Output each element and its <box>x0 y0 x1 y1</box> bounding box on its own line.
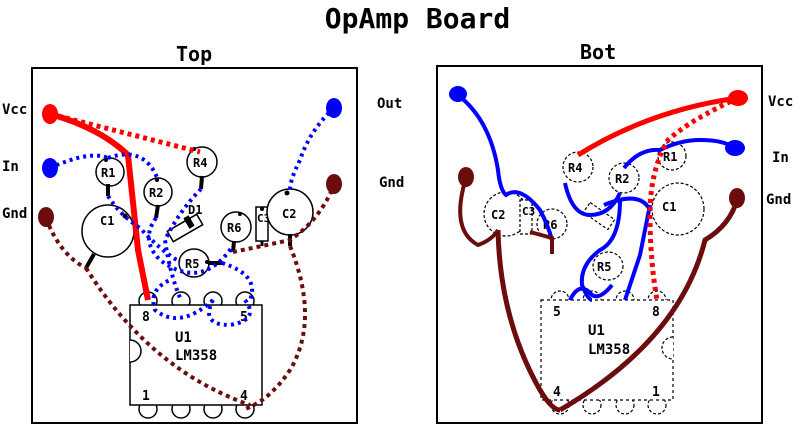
bottom-ic-u1: 5 8 4 1 U1 LM358 <box>540 290 674 415</box>
bottom-gnd-label-left: Gnd <box>379 175 405 191</box>
top-r1: R1 <box>95 157 125 196</box>
svg-text:C2: C2 <box>282 207 296 221</box>
bottom-in-pad <box>725 140 745 156</box>
bottom-out-label: Out <box>377 96 403 112</box>
bottom-gnd-label-right: Gnd <box>766 192 792 208</box>
top-ic-pin5: 5 <box>240 310 248 325</box>
bottom-c3: C3 <box>519 199 535 235</box>
top-gnd-pad-right <box>326 174 342 194</box>
svg-text:D1: D1 <box>188 203 202 217</box>
top-r4: R4 <box>186 146 218 190</box>
svg-text:C2: C2 <box>491 208 505 222</box>
bottom-panel-heading: Bot <box>580 40 617 64</box>
svg-text:R1: R1 <box>663 150 677 164</box>
bottom-panel: 5 8 4 1 U1 LM358 C2 C3 R6 R4 R2 <box>436 65 763 424</box>
top-ic-pin1: 1 <box>142 389 150 404</box>
top-panel-heading: Top <box>176 42 213 66</box>
svg-text:R5: R5 <box>185 257 199 271</box>
svg-text:R4: R4 <box>193 156 207 170</box>
bottom-r2: R2 <box>608 162 640 194</box>
top-ic-part: LM358 <box>175 348 217 364</box>
bottom-ic-ref: U1 <box>588 323 605 339</box>
svg-text:R1: R1 <box>101 166 115 180</box>
top-in-label: In <box>2 159 19 175</box>
bottom-out-pad <box>449 86 467 102</box>
top-gnd-label: Gnd <box>2 206 28 222</box>
bottom-traces <box>456 93 740 413</box>
top-vcc-pad <box>42 104 58 124</box>
svg-text:C1: C1 <box>100 214 114 228</box>
top-d1: D1 <box>166 203 204 243</box>
bottom-ic-pin1: 1 <box>652 385 660 400</box>
bottom-gnd-pad-right <box>729 188 745 208</box>
svg-text:R2: R2 <box>149 186 163 200</box>
bottom-ic-pin4: 4 <box>553 385 561 400</box>
top-panel: 8 5 1 4 U1 LM358 C1 R1 R2 <box>31 67 358 424</box>
svg-text:R2: R2 <box>615 172 629 186</box>
top-in-pad <box>42 158 58 178</box>
top-gnd-pad <box>38 207 54 227</box>
svg-text:R6: R6 <box>227 221 241 235</box>
svg-text:R5: R5 <box>597 260 611 274</box>
bottom-vcc-pad <box>728 90 748 106</box>
bottom-ic-pin5: 5 <box>553 305 561 320</box>
top-ic-pin8: 8 <box>142 310 150 325</box>
top-out-pad <box>326 98 342 118</box>
bottom-r4: R4 <box>562 151 594 183</box>
svg-text:R4: R4 <box>568 161 582 175</box>
svg-text:C1: C1 <box>662 200 676 214</box>
bottom-ic-pin8: 8 <box>652 305 660 320</box>
bottom-c1: C1 <box>651 182 705 236</box>
bottom-vcc-label: Vcc <box>768 94 794 110</box>
bottom-ic-part: LM358 <box>588 342 630 358</box>
top-r6: R6 <box>220 211 252 253</box>
top-r2: R2 <box>143 177 173 219</box>
top-ic-u1: 8 5 1 4 U1 LM358 <box>129 291 263 419</box>
top-vcc-label: Vcc <box>2 102 28 118</box>
page-title: OpAmp Board <box>324 2 511 35</box>
bottom-gnd-pad-left <box>458 167 474 187</box>
bottom-in-label: In <box>772 150 789 166</box>
top-ic-pin4: 4 <box>240 389 248 404</box>
svg-text:C3: C3 <box>522 205 535 218</box>
top-traces <box>44 106 336 411</box>
top-ic-ref: U1 <box>175 330 192 346</box>
bottom-r5: R5 <box>592 251 624 281</box>
top-c2: C2 <box>266 188 314 246</box>
